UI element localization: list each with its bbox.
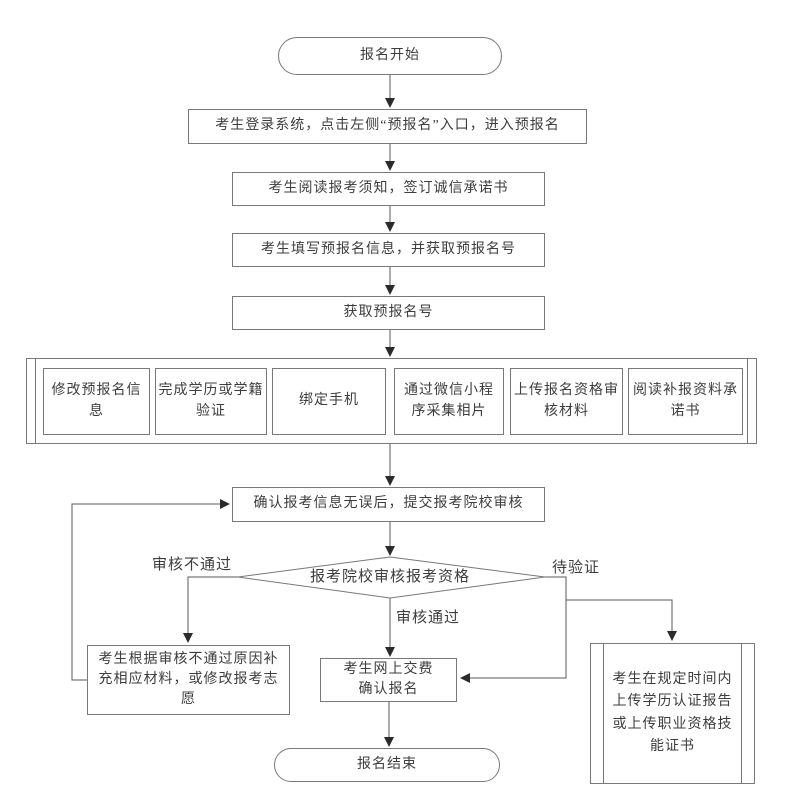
upload-cert-inner-bar-right	[741, 644, 742, 783]
node-end: 报名结束	[274, 748, 500, 782]
edge-failfix-confirm-loop	[71, 503, 221, 681]
arrowhead	[385, 161, 395, 171]
edge-review-uploadcert	[566, 599, 673, 632]
node-upload-cert: 考生在规定时间内上传学历认证报告或上传职业资格技能证书	[612, 671, 733, 754]
node-substep-verify-education: 完成学历或学籍验证	[155, 368, 267, 435]
arrowhead	[183, 633, 193, 643]
arrowhead	[385, 476, 395, 486]
node-substep-read-pledge: 阅读补报资料承诺书	[628, 368, 743, 435]
label-review-pass: 审核通过	[396, 610, 461, 626]
arrowhead	[385, 285, 395, 295]
node-substep-modify-info: 修改预报名信息	[43, 368, 150, 435]
node-fail-fix: 考生根据审核不通过原因补充相应材料，或修改报考志愿	[87, 645, 290, 715]
container-inner-bar-right	[747, 359, 748, 443]
container-inner-bar-left	[35, 359, 36, 443]
edge-review-failfix	[187, 576, 238, 634]
edge-review-pay-right	[469, 576, 567, 679]
node-login: 考生登录系统，点击左侧“预报名”入口，进入预报名	[188, 109, 587, 144]
node-fill-info: 考生填写预报名信息，并获取预报名号	[232, 233, 545, 267]
node-confirm-submit: 确认报考信息无误后，提交报考院校审核	[232, 487, 545, 522]
node-substep-bind-phone: 绑定手机	[272, 368, 386, 435]
arrowhead	[385, 546, 395, 556]
upload-cert-inner-bar-left	[603, 644, 604, 783]
arrowhead	[385, 647, 395, 657]
decision-diamond-shape	[237, 556, 546, 599]
label-review-fail: 审核不通过	[152, 557, 233, 573]
node-pay-confirm: 考生网上交费 确认报名	[320, 658, 457, 702]
arrowhead	[460, 673, 470, 683]
node-substep-upload-materials: 上传报名资格审核材料	[510, 368, 623, 435]
arrowhead	[667, 631, 677, 641]
node-upload-cert-frame	[590, 643, 755, 784]
node-get-number: 获取预报名号	[232, 296, 545, 330]
node-substep-wechat-photo: 通过微信小程序采集相片	[394, 368, 504, 435]
node-start: 报名开始	[278, 37, 502, 75]
label-review-pending: 待验证	[552, 560, 601, 576]
arrowhead	[385, 347, 395, 357]
node-review-decision-label: 报考院校审核报考资格	[309, 569, 470, 586]
arrowhead	[385, 98, 395, 108]
arrowhead	[385, 222, 395, 232]
arrowhead	[220, 499, 230, 509]
arrowhead	[384, 737, 394, 747]
node-read-notice: 考生阅读报考须知，签订诚信承诺书	[232, 172, 545, 206]
